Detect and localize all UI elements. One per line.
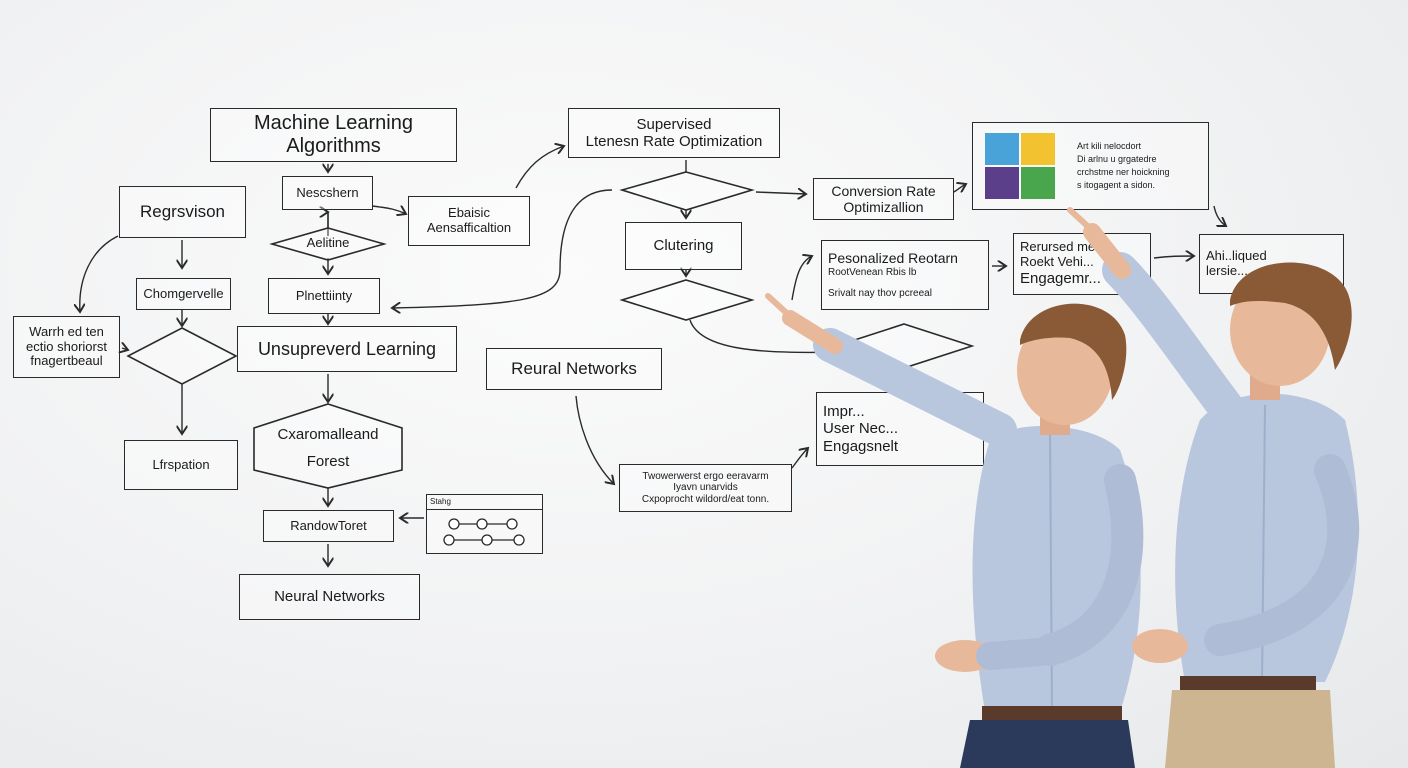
node-ml-algorithms-line2: Algorithms [286,135,381,157]
node-chart-card-line3: crchstme ner hoickning [1077,167,1170,177]
node-small-panel-label: Stahg [430,497,451,506]
node-cxaromalleand-line2: Forest [306,453,350,471]
node-warrh-line1: Warrh ed ten [29,323,104,339]
node-personalized: Pesonalized Reotarn RootVenean Rbis lb S… [821,240,989,310]
node-cxaromalleand: Cxaromalleand Forest [254,426,402,471]
node-ebaisic-line2: Aensafficaltion [426,220,512,235]
node-warrh: Warrh ed ten ectio shoriorst fnagertbeau… [13,316,120,378]
node-neural-networks-bottom-label: Neural Networks [274,588,385,606]
node-neural-networks-bottom: Neural Networks [239,574,420,620]
node-ahi-liqued-line1: Ahi..liqued [1206,248,1267,264]
node-plnettinty: Plnettiinty [268,278,380,314]
node-ml-algorithms: Machine Learning Algorithms [210,108,457,162]
node-conversion-line1: Conversion Rate [831,182,936,199]
node-rerursed-line1: Rerursed med [1020,239,1103,255]
node-clutering: Clutering [625,222,742,270]
node-lfrspation-label: Lfrspation [152,456,210,472]
node-improve-line1: Impr... [823,403,865,421]
presenter-right [1067,207,1360,768]
node-regression-label: Regrsvison [139,202,226,222]
node-link-graphic [443,518,525,546]
node-plnettinty-label: Plnettiinty [295,287,353,303]
node-tworewnerst: Twowerwerst ergo eeravarm Iyavn unarvids… [619,464,792,512]
node-random-foret: RandowToret [263,510,394,542]
node-nescshern: Nescshern [282,176,373,210]
node-supervised-line1: Supervised [636,115,712,133]
node-regression: Regrsvison [119,186,246,238]
node-chorngervelle-label: Chomgervelle [143,285,224,301]
node-tworewnerst-line1: Twowerwerst ergo eeravarm [642,470,769,482]
node-personalized-line3: Srivalt nay thov pcreeal [828,288,932,300]
node-conversion: Conversion Rate Optimizallion [813,178,954,220]
node-improve-line3: Engagsnelt [823,437,899,455]
node-tworewnerst-line2: Iyavn unarvids [673,482,738,494]
node-ahi-liqued-line2: lersie... [1206,263,1248,278]
node-small-panel: Stahg [426,494,543,554]
node-personalized-line2: RootVenean Rbis lb [828,266,917,278]
node-chart-card-line2: Di arlnu u grgatedre [1077,153,1157,164]
node-chart-card-line1: Art kili nelocdort [1077,140,1142,151]
node-warrh-line2: ectio shoriorst [26,338,107,354]
node-personalized-line1: Pesonalized Reotarn [828,250,958,267]
colored-tiles-logo [985,133,1055,199]
node-rerursed-line2: Roekt Vehi... [1020,254,1094,270]
node-chart-card-line4: s itogagent a sidon. [1077,180,1156,191]
node-ebaisic-line1: Ebaisic [448,205,490,221]
node-warrh-line3: fnagertbeaul [30,353,103,369]
node-chorngervelle: Chomgervelle [136,278,231,310]
node-clutering-label: Clutering [653,237,714,255]
node-improve-line2: User Nec... [823,420,899,438]
node-nescshern-label: Nescshern [296,184,359,200]
node-cxaromalleand-line1: Cxaromalleand [277,426,379,443]
node-supervised-line2: Ltenesn Rate Optimization [585,133,763,150]
node-tworewnerst-line3: Cxpoprocht wildord/eat tonn. [641,493,770,505]
node-reural-networks-label: Reural Networks [511,359,637,379]
node-random-foret-label: RandowToret [290,517,367,533]
presenter-left [765,293,1144,768]
node-conversion-line2: Optimizallion [843,199,924,215]
node-lfrspation: Lfrspation [124,440,238,490]
node-chart-card: Art kili nelocdort Di arlnu u grgatedre … [972,122,1209,210]
node-small-panel-header: Stahg [427,495,542,510]
node-reural-networks: Reural Networks [486,348,662,390]
node-ebaisic: Ebaisic Aensafficaltion [408,196,530,246]
node-unsupervised: Unsupreverd Learning [237,326,457,372]
node-rerursed-line3: Engagemr... [1020,270,1101,288]
node-ml-algorithms-line1: Machine Learning [254,112,413,134]
node-supervised: Supervised Ltenesn Rate Optimization [568,108,780,158]
node-alelitine-label: Aelitine [306,235,350,250]
node-unsupervised-label: Unsupreverd Learning [257,338,437,359]
